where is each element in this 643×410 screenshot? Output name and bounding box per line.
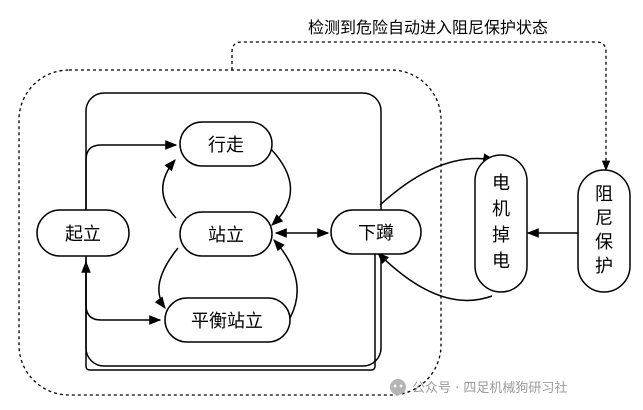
vertical-char: 阻 xyxy=(595,184,613,205)
node-xiadun: 下蹲 xyxy=(330,209,422,255)
edge-xiadun-diandiao xyxy=(379,153,496,206)
vertical-char: 掉 xyxy=(492,225,510,246)
edge-zhanli-xingzou xyxy=(162,159,177,219)
vertical-char: 电 xyxy=(492,251,510,272)
vertical-char: 机 xyxy=(492,199,510,220)
wechat-icon xyxy=(390,379,406,395)
vertical-char: 保 xyxy=(595,232,613,253)
node-diandiao-label: 电机掉电 xyxy=(492,173,510,272)
node-xiadun-label: 下蹲 xyxy=(358,223,394,244)
watermark: 公众号 · 四足机械狗研习社 xyxy=(390,379,567,396)
node-diandiao: 电机掉电 xyxy=(474,154,528,293)
node-xingzou-label: 行走 xyxy=(208,135,244,156)
node-qili-label: 起立 xyxy=(65,224,101,245)
vertical-char: 电 xyxy=(492,173,510,194)
node-xingzou: 行走 xyxy=(179,121,273,167)
danger-dashed-arrow xyxy=(231,41,611,172)
edge-diandiao-xiadun xyxy=(377,252,493,302)
node-zhanli: 站立 xyxy=(179,211,273,257)
node-pingheng: 平衡站立 xyxy=(164,297,291,343)
edge-xingzou-zhanli xyxy=(269,147,292,226)
node-zhanli-label: 站立 xyxy=(208,225,244,246)
node-zuni: 阻尼保护 xyxy=(577,169,631,293)
edge-pingheng-zhanli xyxy=(273,239,298,319)
vertical-char: 护 xyxy=(595,256,613,277)
node-zuni-label: 阻尼保护 xyxy=(595,184,613,277)
vertical-char: 尼 xyxy=(595,208,613,229)
edge-zhanli-pingheng xyxy=(154,247,179,309)
edge-qili-pingheng xyxy=(85,258,162,325)
edge-xiadun-qili xyxy=(81,250,376,371)
watermark-text: 公众号 · 四足机械狗研习社 xyxy=(412,380,567,396)
node-qili: 起立 xyxy=(36,209,130,257)
dashed-region xyxy=(18,69,442,396)
edge-qili-xingzou xyxy=(85,140,178,210)
node-pingheng-label: 平衡站立 xyxy=(191,311,263,332)
diagram-title: 检测到危险自动进入阻尼保护状态 xyxy=(308,18,548,37)
